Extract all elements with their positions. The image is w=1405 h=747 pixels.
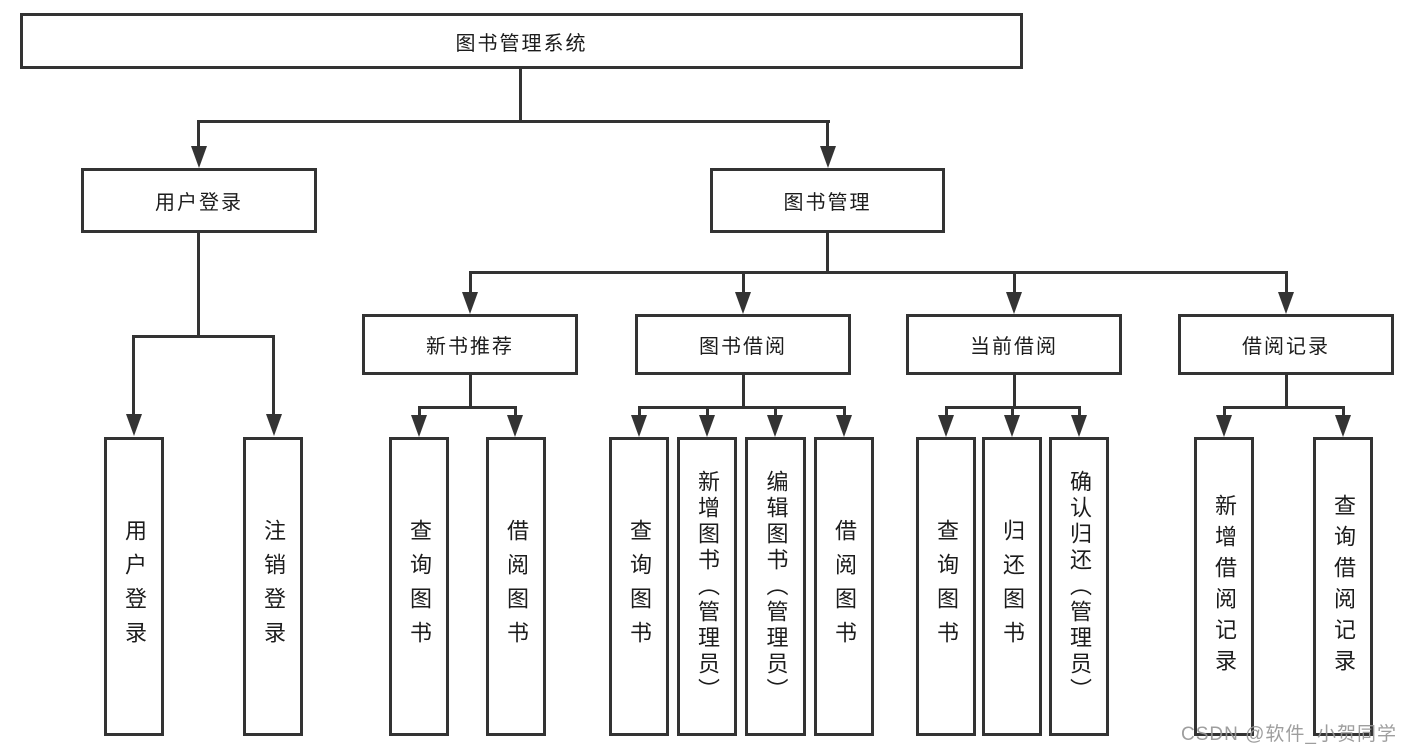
connector-shaft (272, 335, 275, 415)
connector-shaft (514, 406, 517, 417)
leaf-query-books-current: 查询图书 (916, 437, 976, 736)
node-borrowing-records: 借阅记录 (1178, 314, 1394, 375)
connector-shaft (1011, 406, 1014, 417)
leaf-borrow-books-borrowing: 借阅图书 (814, 437, 874, 736)
connector-bookmgmt-stub (826, 233, 829, 272)
arrowhead-icon (126, 414, 142, 436)
arrowhead-icon (191, 146, 207, 168)
arrowhead-icon (699, 415, 715, 437)
connector-shaft (774, 406, 777, 417)
connector-userlogin-stub (197, 233, 200, 336)
connector-shaft (1223, 406, 1226, 417)
arrowhead-icon (1216, 415, 1232, 437)
leaf-return-books: 归还图书 (982, 437, 1042, 736)
connector-shaft (197, 120, 200, 148)
connector-shaft (945, 406, 948, 417)
leaf-logout-login: 注销登录 (243, 437, 303, 736)
arrowhead-icon (938, 415, 954, 437)
connector-shaft (418, 406, 421, 417)
arrowhead-icon (1006, 292, 1022, 314)
leaf-confirm-return-admin: 确认归还（管理员） (1049, 437, 1109, 736)
arrowhead-icon (836, 415, 852, 437)
arrowhead-icon (507, 415, 523, 437)
node-book-management: 图书管理 (710, 168, 945, 233)
arrowhead-icon (1004, 415, 1020, 437)
arrowhead-icon (1071, 415, 1087, 437)
connector-shaft (843, 406, 846, 417)
leaf-add-book-admin: 新增图书（管理员） (677, 437, 737, 736)
connector-shaft (706, 406, 709, 417)
connector-shaft (469, 271, 472, 294)
connector-stub (1013, 375, 1016, 407)
arrowhead-icon (411, 415, 427, 437)
connector-branch (418, 406, 517, 409)
leaf-query-books-borrowing: 查询图书 (609, 437, 669, 736)
connector-branch (1223, 406, 1345, 409)
connector-stub (469, 375, 472, 407)
leaf-add-borrow-record: 新增借阅记录 (1194, 437, 1254, 736)
connector-branch (638, 406, 845, 409)
node-new-book-recommend: 新书推荐 (362, 314, 578, 375)
csdn-watermark: CSDN @软件_小贺同学 (1181, 724, 1397, 745)
arrowhead-icon (1335, 415, 1351, 437)
connector-shaft (1342, 406, 1345, 417)
arrowhead-icon (767, 415, 783, 437)
leaf-query-books-recommend: 查询图书 (389, 437, 449, 736)
connector-userlogin-branch (132, 335, 275, 338)
arrowhead-icon (631, 415, 647, 437)
arrowhead-icon (820, 146, 836, 168)
arrowhead-icon (266, 414, 282, 436)
arrowhead-icon (462, 292, 478, 314)
node-current-borrowing: 当前借阅 (906, 314, 1122, 375)
connector-shaft (742, 271, 745, 294)
leaf-edit-book-admin: 编辑图书（管理员） (745, 437, 806, 736)
connector-shaft (638, 406, 641, 417)
node-user-login: 用户登录 (81, 168, 317, 233)
arrowhead-icon (1278, 292, 1294, 314)
leaf-query-borrow-record: 查询借阅记录 (1313, 437, 1373, 736)
connector-shaft (1285, 271, 1288, 294)
connector-shaft (1078, 406, 1081, 417)
arrowhead-icon (735, 292, 751, 314)
connector-bookmgmt-branch (469, 271, 1287, 274)
node-book-borrowing: 图书借阅 (635, 314, 851, 375)
leaf-user-login: 用户登录 (104, 437, 164, 736)
connector-root-branch (198, 120, 830, 123)
connector-shaft (132, 335, 135, 415)
connector-shaft (1013, 271, 1016, 294)
connector-stub (1285, 375, 1288, 407)
connector-shaft (826, 120, 829, 148)
connector-stub (742, 375, 745, 407)
connector-root-stub (519, 69, 522, 122)
leaf-borrow-books-recommend: 借阅图书 (486, 437, 546, 736)
node-library-management-system: 图书管理系统 (20, 13, 1023, 69)
